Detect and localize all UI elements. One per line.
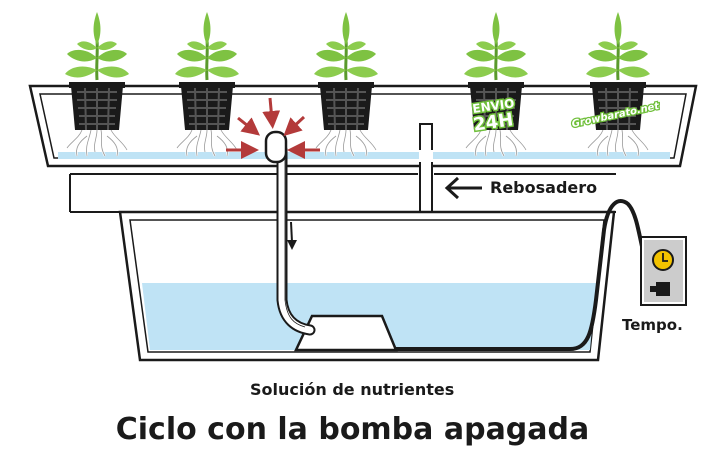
- diagram-title: Ciclo con la bomba apagada: [115, 412, 590, 447]
- arrow-down-icon: [287, 221, 297, 250]
- solution-label: Solución de nutrientes: [250, 380, 455, 399]
- tray-water: [58, 152, 670, 159]
- shipping-badge: ENVIO 24H: [470, 95, 517, 138]
- power-cable: [396, 199, 662, 351]
- drain-channel: [69, 173, 616, 213]
- timer-label: Tempo.: [622, 316, 683, 334]
- inflow-arrows: [226, 97, 320, 159]
- arrow-left-icon: [444, 176, 482, 200]
- pump-tube: [264, 130, 316, 336]
- timer-icon: [640, 236, 687, 306]
- reservoir: [118, 210, 616, 362]
- overflow-label: Rebosadero: [490, 178, 598, 197]
